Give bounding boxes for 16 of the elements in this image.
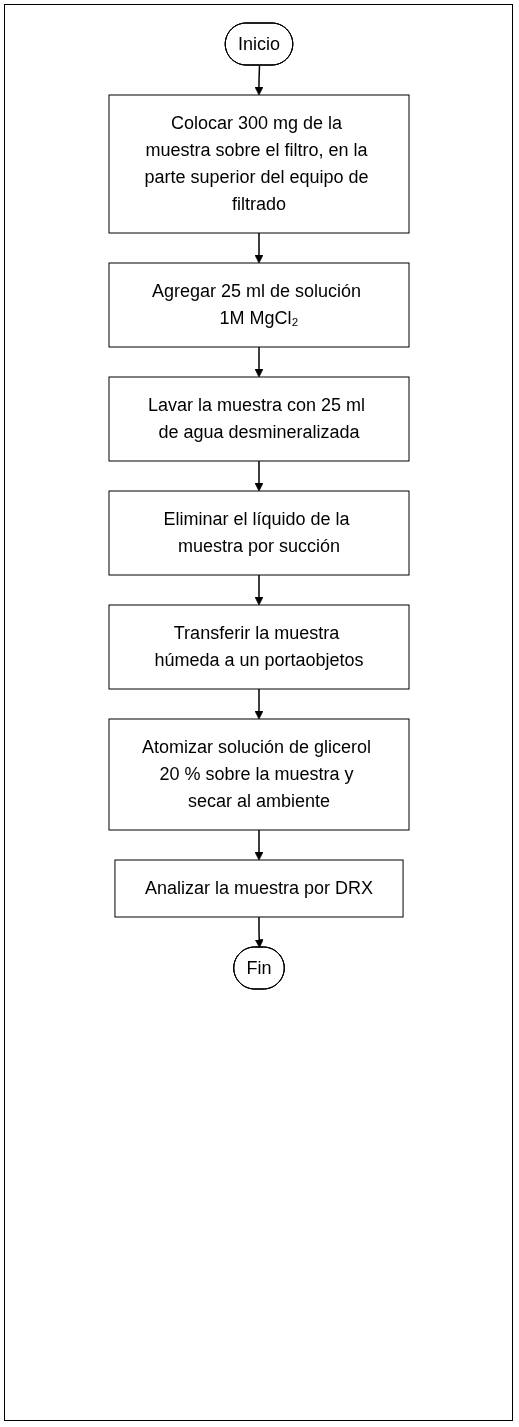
node-box [108, 490, 409, 576]
node-box [108, 718, 409, 831]
node-box [108, 262, 409, 348]
node-box [108, 94, 409, 234]
arrow [254, 916, 264, 948]
arrow [254, 574, 263, 606]
node-box [113, 859, 404, 918]
arrow [254, 829, 263, 861]
arrow [254, 64, 263, 96]
arrow [254, 346, 263, 378]
page-border: Inicio Colocar 300 mg de la muestra sobre el filtro, en la parte superior del equipo de filtrado Agregar 25 ml de solución 1M MgCl₂ Lavar la muestra con 25 ml de agua desmineralizada Eliminar el líquido de la muestra por succión Transferir la muestra húmeda a un portaobjetos Atomizar solución de glicerol 20 % sobre la muestra y secar al ambiente Analizar la muestra por DRX Fin [4, 4, 513, 1421]
arrow [254, 232, 263, 264]
node-box [108, 376, 409, 462]
arrow [254, 460, 263, 492]
node-box [108, 604, 409, 690]
arrow [254, 688, 263, 720]
